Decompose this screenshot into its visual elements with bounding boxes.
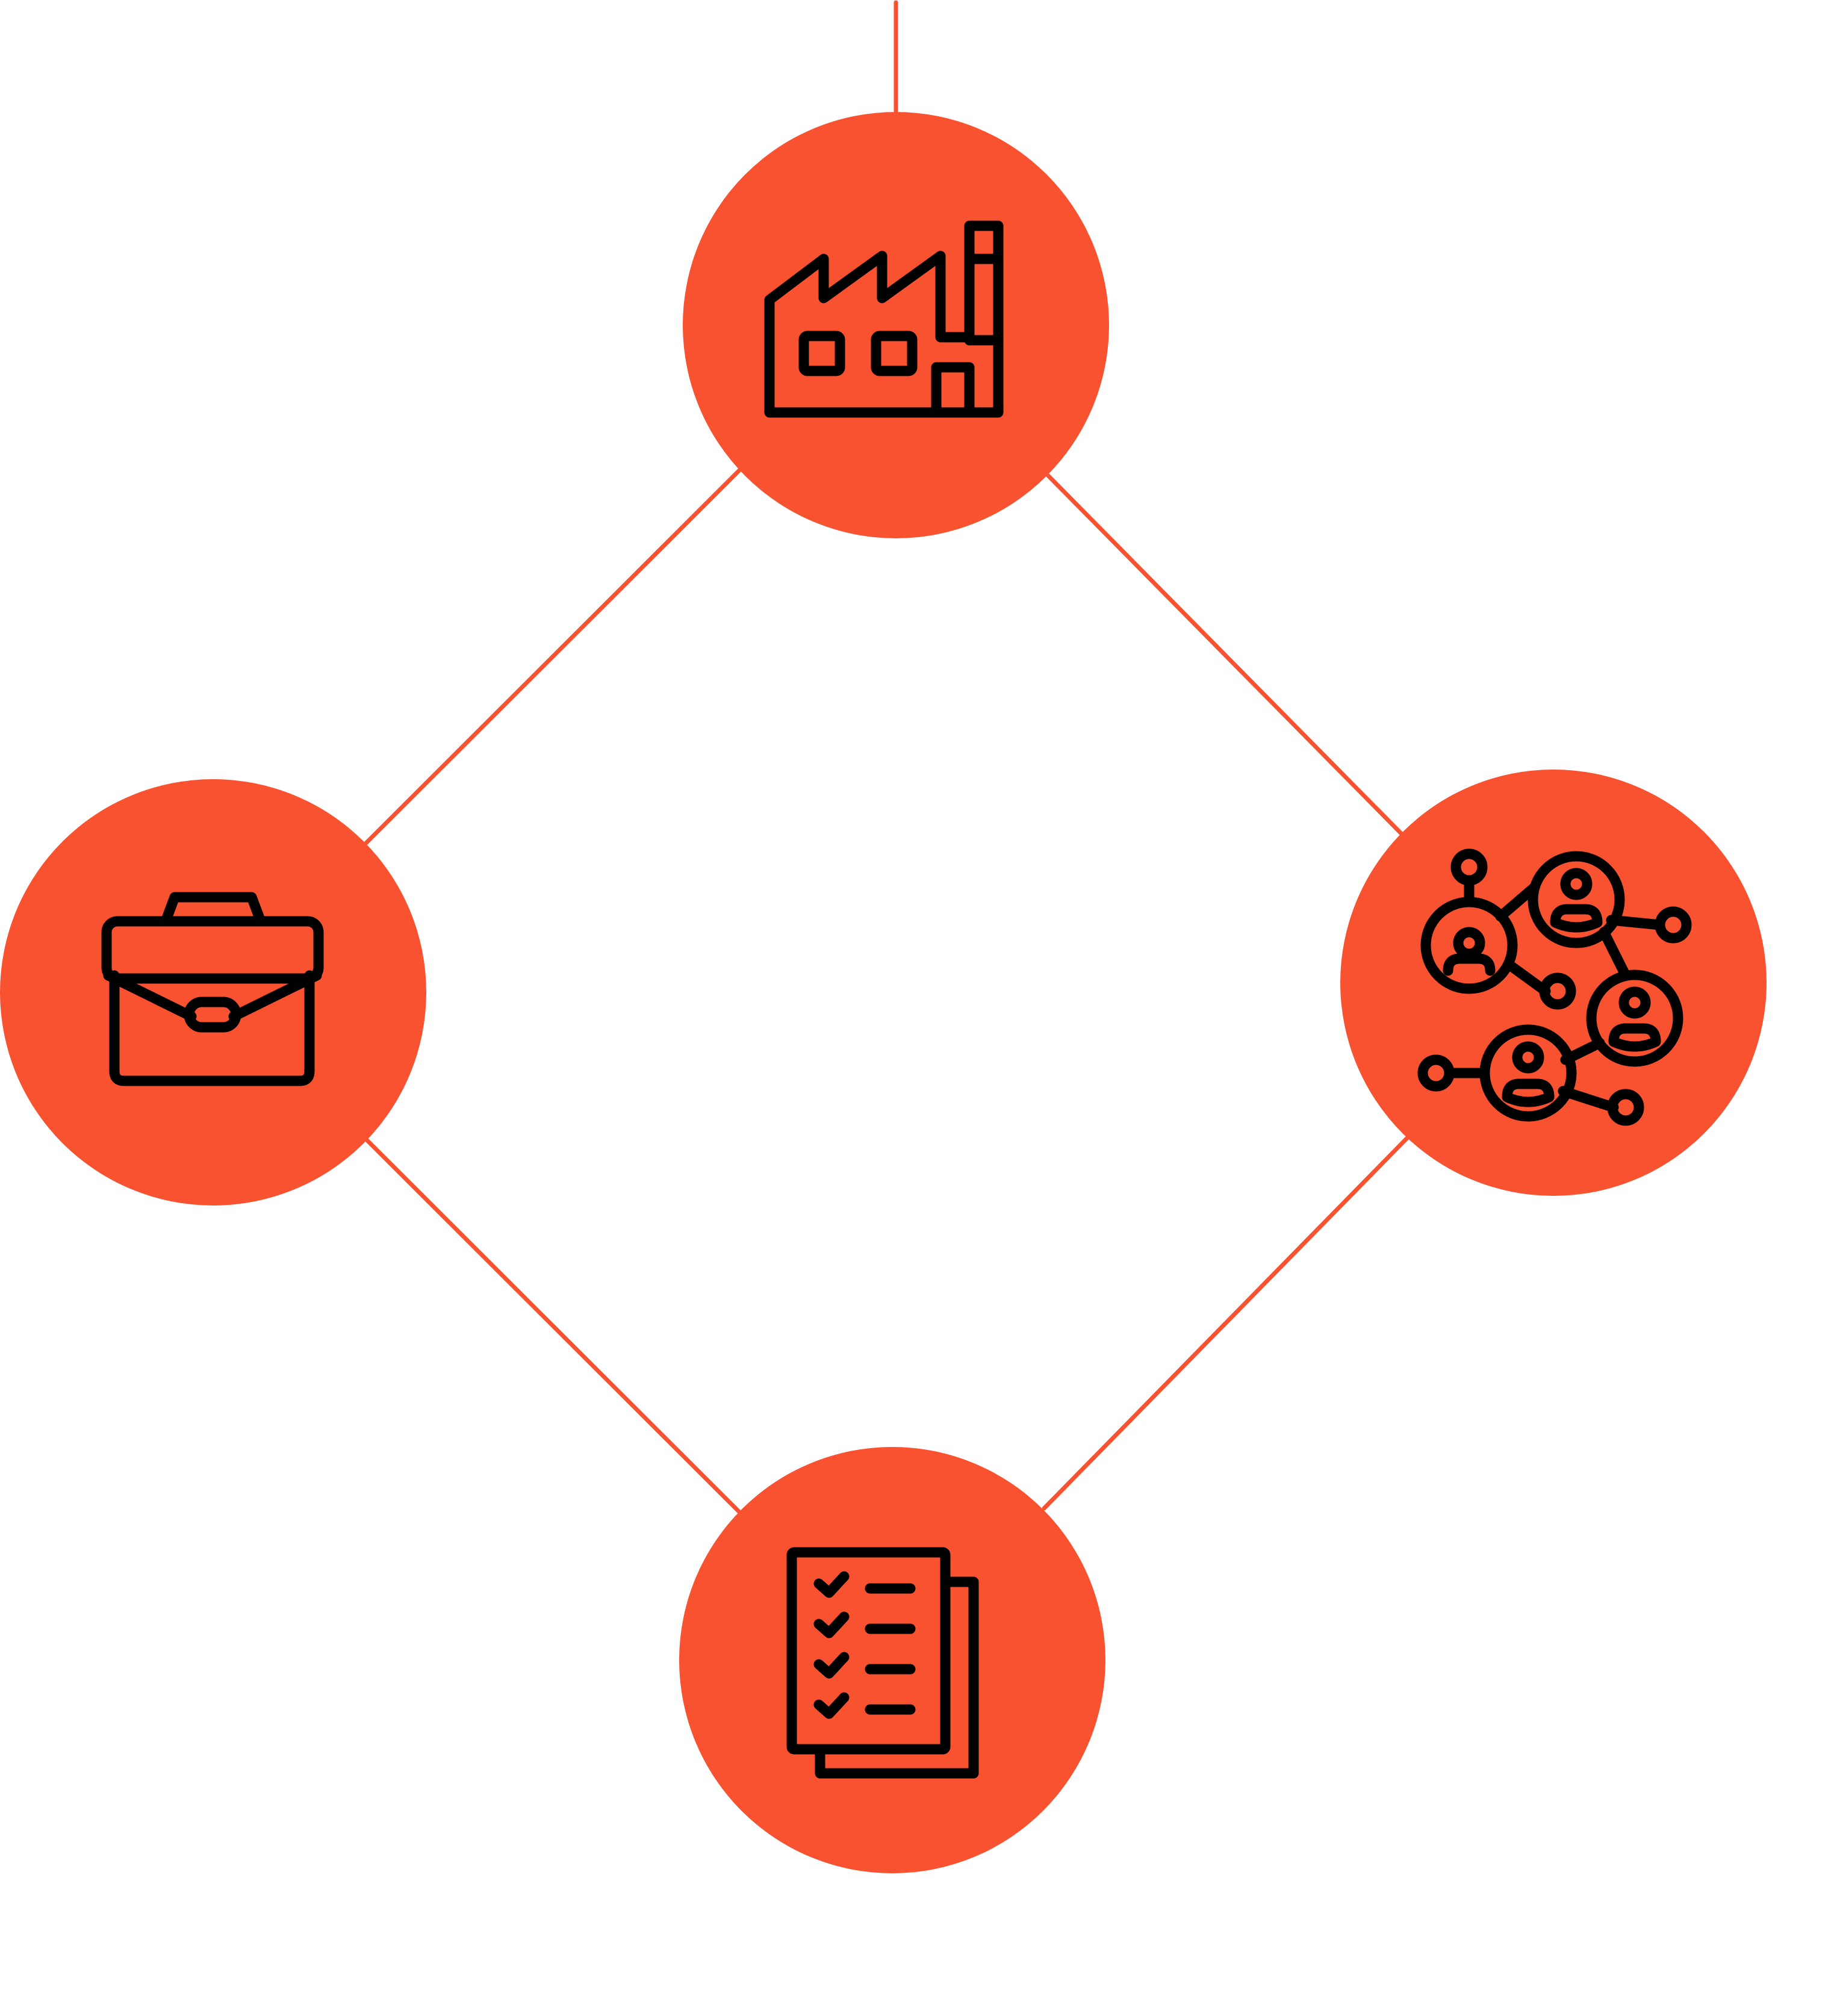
people-network-icon [1417, 848, 1692, 1126]
node-top-circle [683, 112, 1109, 538]
node-bottom-circle [679, 1447, 1105, 1873]
briefcase-icon [101, 892, 324, 1086]
factory-icon [764, 220, 1004, 418]
connector-right-bottom [1042, 1136, 1410, 1511]
node-left-circle [0, 779, 426, 1206]
checklist-documents-icon [786, 1547, 979, 1779]
connector-top-left [364, 465, 745, 845]
connector-left-bottom [364, 1137, 742, 1515]
connector-top-right [1046, 473, 1405, 837]
nodes [0, 112, 1767, 1873]
connectors [364, 0, 1410, 1515]
